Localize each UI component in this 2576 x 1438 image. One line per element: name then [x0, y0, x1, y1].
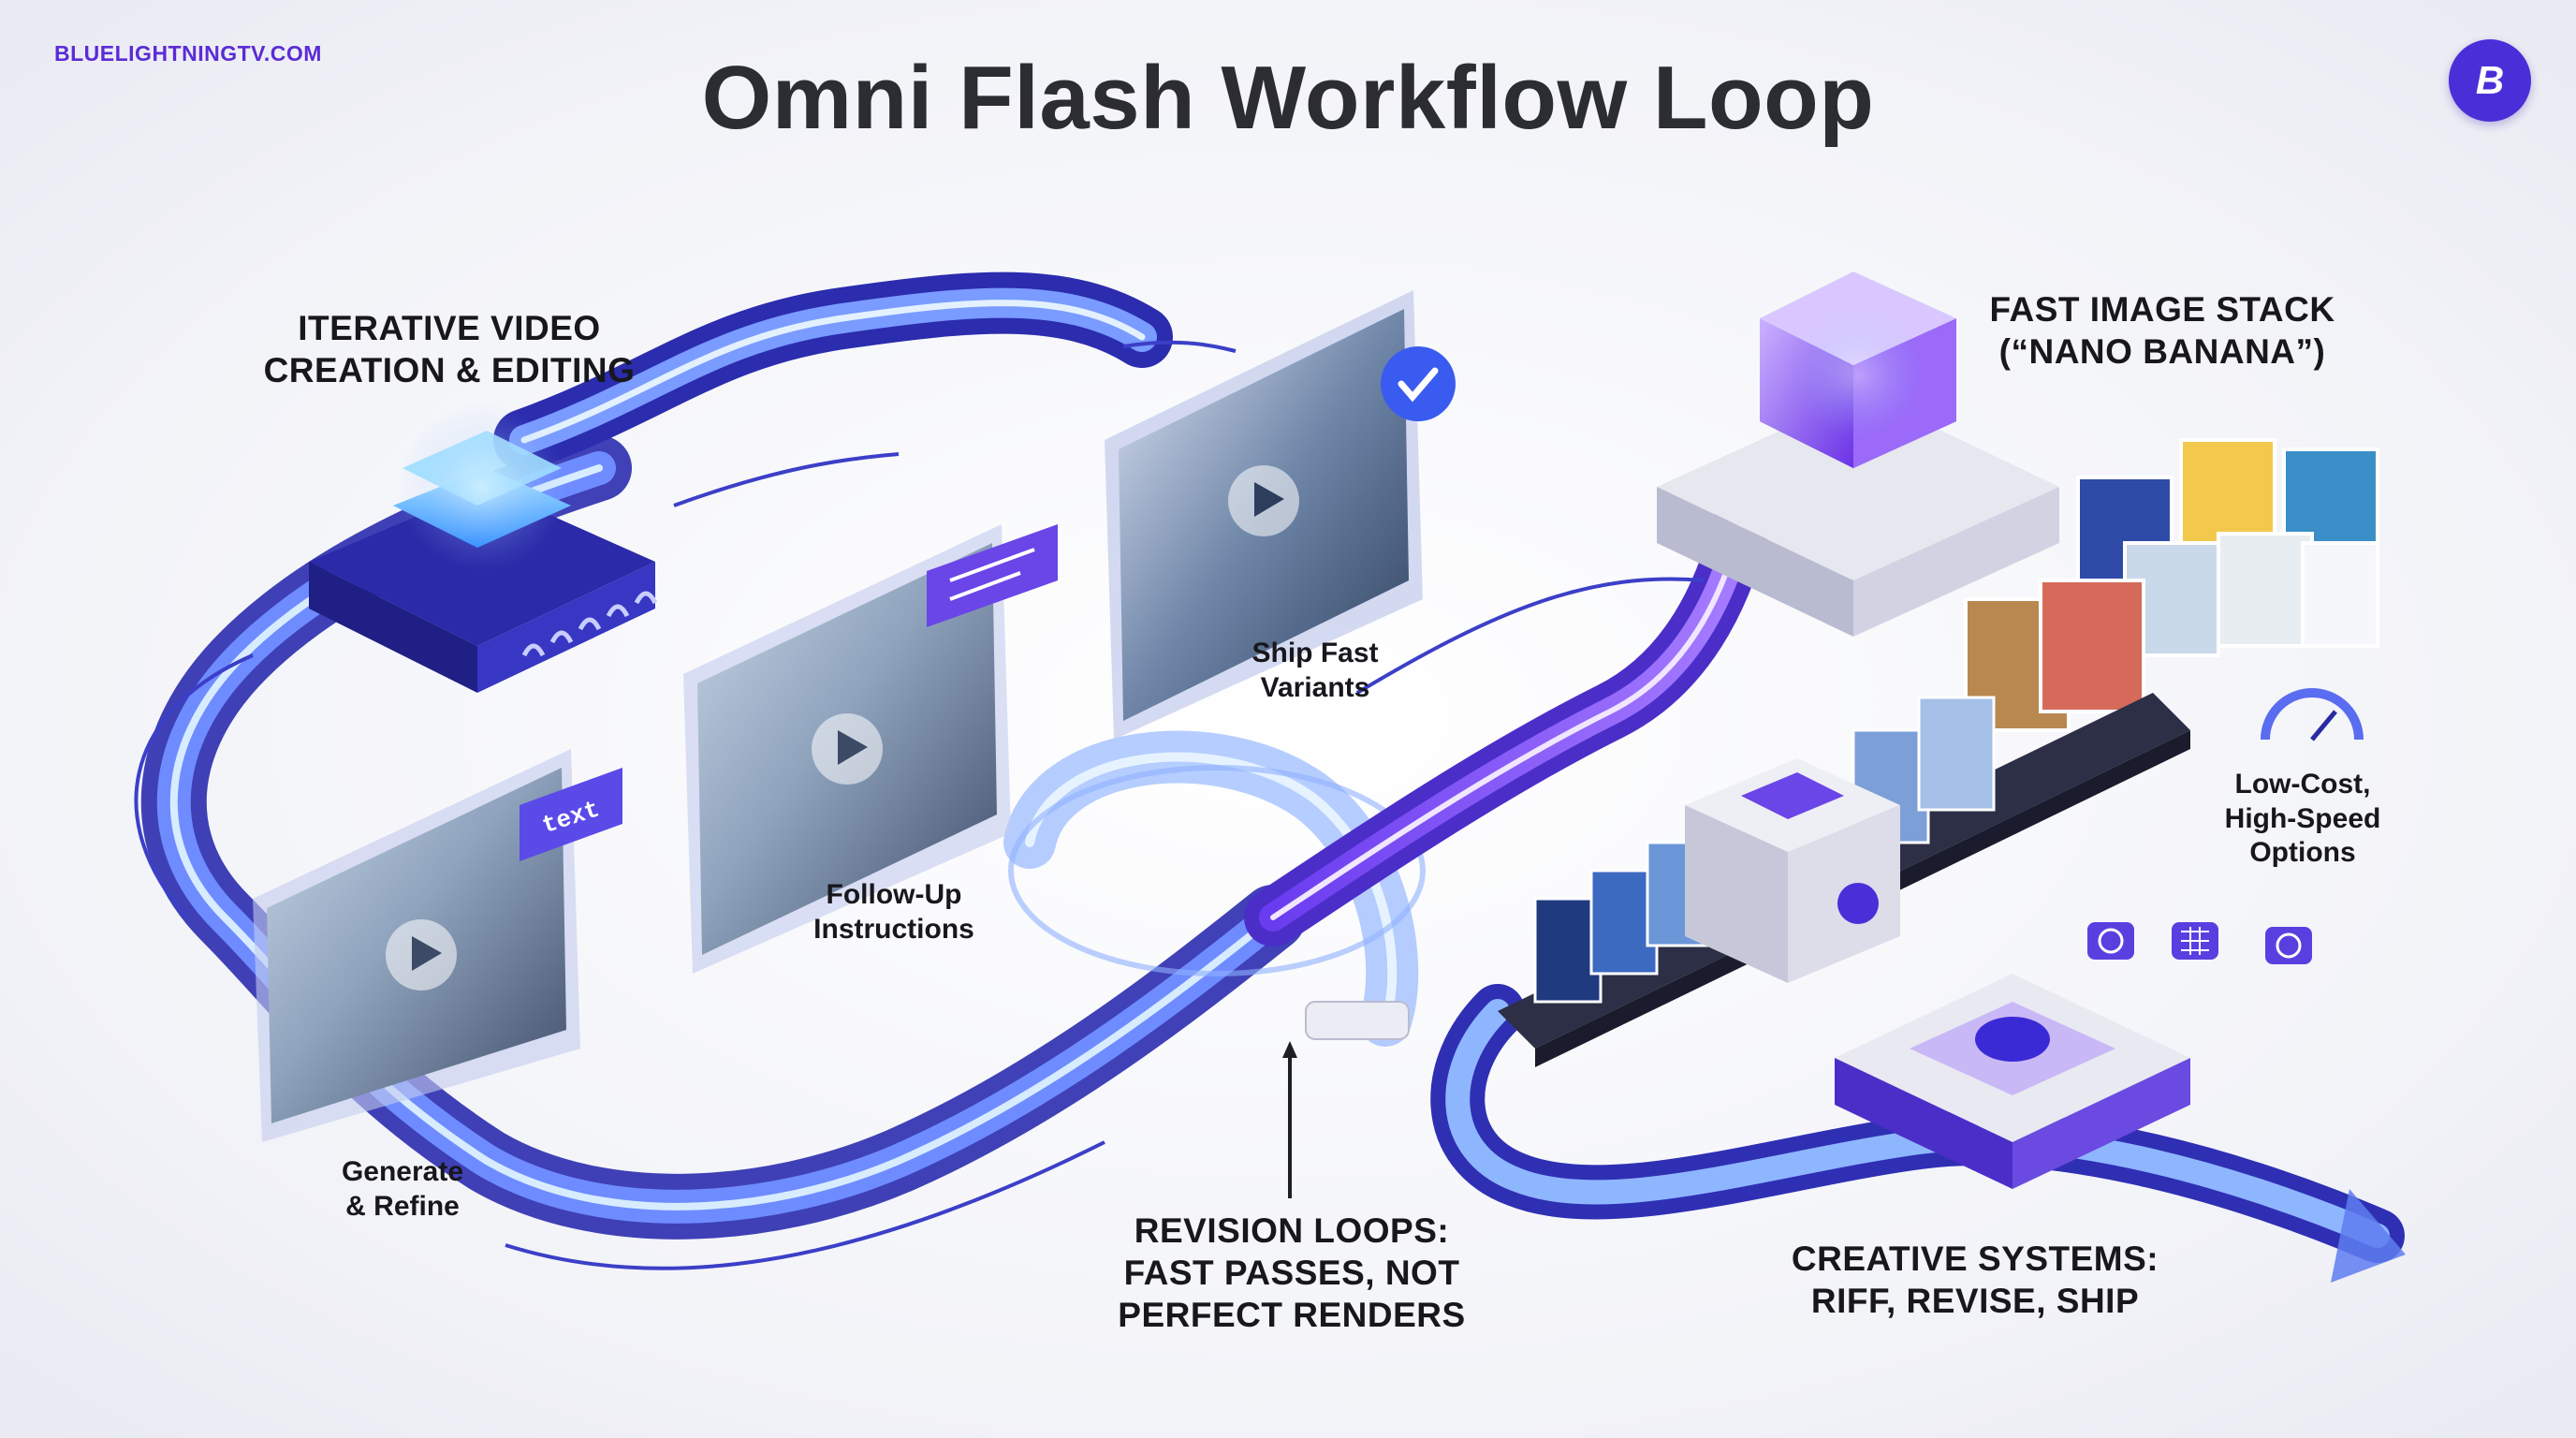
hub-platform-icon — [1835, 974, 2190, 1189]
globe-icon-2 — [2265, 927, 2312, 964]
bottom-right-track — [1430, 984, 2406, 1283]
cube-server-icon — [1657, 271, 2059, 637]
svg-text:B: B — [2476, 58, 2504, 102]
speedometer-icon — [2261, 688, 2364, 741]
label-creative-systems: CREATIVE SYSTEMS: RIFF, REVISE, SHIP — [1791, 1240, 2159, 1321]
label-fast-image-stack: FAST IMAGE STACK (“NANO BANANA”) — [1989, 290, 2335, 372]
scanner-box-icon — [1685, 758, 1900, 983]
flow-arrows — [134, 340, 1705, 1270]
processor-chip-icon — [309, 403, 658, 693]
video-panel-follow-up — [683, 524, 1058, 974]
globe-icon — [2087, 922, 2134, 960]
video-panel-generate: text — [253, 749, 622, 1142]
video-panel-ship — [1105, 290, 1456, 740]
brand-logo-icon[interactable]: B — [2449, 39, 2531, 122]
label-low-cost: Low-Cost, High-Speed Options — [2224, 769, 2381, 869]
grid-icon — [2172, 922, 2218, 960]
chat-bubble-icon — [927, 524, 1058, 627]
purple-track — [1244, 495, 1770, 946]
text-chip: text — [520, 768, 622, 861]
output-arrow-icon — [2331, 1189, 2406, 1283]
label-follow-up: Follow-Up Instructions — [813, 879, 974, 945]
image-stack-cards — [1964, 438, 2379, 732]
revision-loop-arch — [1003, 730, 1426, 1047]
label-ship-fast: Ship Fast Variants — [1251, 638, 1379, 703]
label-revision-loops: REVISION LOOPS: FAST PASSES, NOT PERFECT… — [1118, 1211, 1466, 1335]
page-title: Omni Flash Workflow Loop — [701, 48, 1875, 148]
brand-url[interactable]: BLUELIGHTNINGTV.COM — [54, 41, 322, 66]
label-iterative-video: ITERATIVE VIDEO CREATION & EDITING — [263, 309, 636, 390]
checkmark-badge-icon — [1381, 346, 1456, 421]
label-generate-refine: Generate & Refine — [341, 1156, 464, 1222]
